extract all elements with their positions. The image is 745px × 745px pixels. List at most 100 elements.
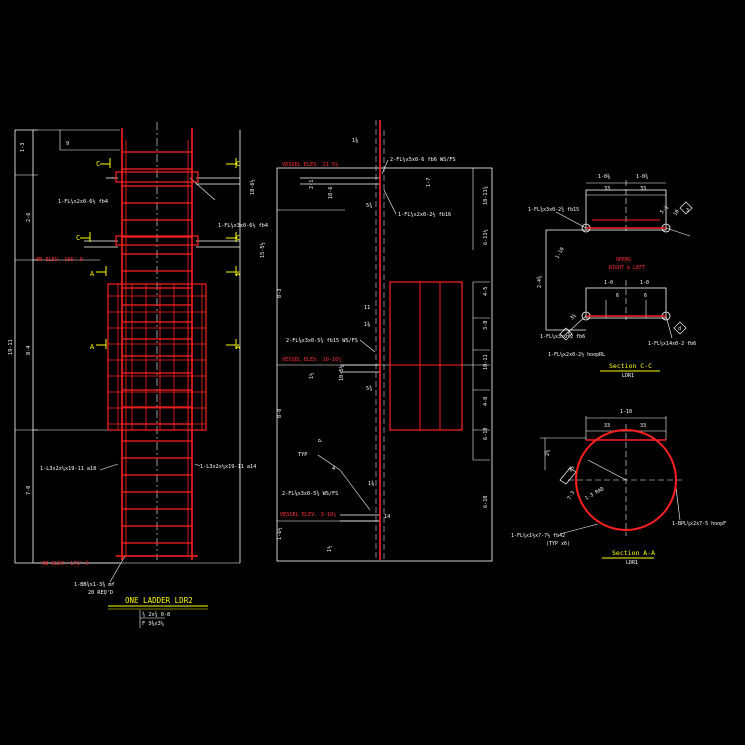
leader bbox=[109, 555, 126, 583]
dim-label: 10-5½ bbox=[338, 365, 345, 381]
dim-label: 1-6½ bbox=[276, 528, 283, 541]
dim-label: 9 bbox=[66, 141, 69, 147]
leader bbox=[339, 469, 371, 511]
dim-label: 1½ bbox=[326, 546, 333, 552]
callout-flat-bar: 1-FL¼x2x0-2½ fb16 bbox=[398, 211, 451, 218]
dim-label: 33 bbox=[640, 423, 646, 429]
dim-label: 33 bbox=[640, 186, 646, 192]
callout-flat-bar: 1-FL¼x3x0-2 fb6 bbox=[540, 334, 585, 340]
dim-label: 1⅜ bbox=[368, 480, 374, 487]
dim-label: 11 bbox=[364, 305, 370, 311]
dim-label: 5¾ bbox=[366, 386, 372, 392]
section-marker-c: C bbox=[76, 234, 80, 242]
ladder-elevation-view: 1-3 2-6 8-4 19-11 7-0 9 15-5½ 18-6½ C C … bbox=[8, 141, 268, 627]
elevation-label: ON ELEV. 171'-0 bbox=[42, 561, 89, 567]
dim-label: 3¾ bbox=[569, 313, 578, 322]
callout-angle-left: 1-L3x2x¼x19-11 a18 bbox=[40, 466, 96, 472]
dim-label: 4-5 bbox=[483, 287, 489, 296]
dim-label: P bbox=[318, 439, 324, 442]
dim-label: 4-0 bbox=[483, 397, 489, 406]
callout-flat-bar: 2-FL⅜x3x0-5¾ WS/FS bbox=[282, 490, 338, 497]
aa-radius bbox=[587, 459, 627, 481]
side-cage bbox=[389, 281, 463, 431]
section-marker-a: A bbox=[236, 343, 241, 351]
dim-label: 1-3 RAD bbox=[584, 486, 605, 502]
callout-flat-bar: 1-FL¼x2x0-2½ hoopRL bbox=[548, 351, 605, 358]
leader bbox=[381, 159, 389, 175]
dim-label: 5¾ bbox=[366, 203, 372, 209]
section-marker-c: C bbox=[96, 160, 100, 168]
scale-note: F 3⅜x3¼ bbox=[142, 620, 164, 627]
leader bbox=[317, 454, 341, 471]
dim-label: 19-11 bbox=[8, 339, 14, 355]
callout-flat-bar: 2-FL⅜x3x0-5¾ fb15 WS/FS bbox=[286, 337, 358, 344]
dim-label: 4 bbox=[332, 466, 335, 472]
dim-label: 8-3 bbox=[277, 289, 283, 298]
tag: d bbox=[678, 326, 681, 332]
leader bbox=[189, 177, 216, 201]
vessel-elevation-label: VESSEL ELEV. 10-10¼ bbox=[282, 357, 341, 363]
bracket bbox=[115, 235, 199, 246]
section-subtitle: LDR1 bbox=[626, 560, 638, 566]
dim-label: 1-0⅜ bbox=[598, 173, 610, 180]
callout-flat-bar-note: (TYP x6) bbox=[546, 541, 570, 547]
tag: 3 bbox=[567, 332, 570, 338]
note-opens: OPENS bbox=[616, 257, 631, 263]
safety-cage bbox=[107, 283, 207, 431]
aa-leader bbox=[675, 487, 681, 521]
dim-label: 6-10 bbox=[483, 428, 489, 441]
section-marker-a: A bbox=[90, 270, 95, 278]
cc-leader bbox=[665, 227, 691, 237]
elevation-label: ON ELEV. 196'-0 bbox=[36, 257, 83, 263]
section-title: Section A-A bbox=[612, 549, 655, 557]
dim-label: 1⅜ bbox=[364, 321, 370, 328]
cc-tag bbox=[679, 201, 693, 215]
dim-label: 33 bbox=[604, 423, 610, 429]
dim-label: 6-11½ bbox=[482, 229, 489, 245]
aa-hoop bbox=[575, 429, 677, 531]
cc-tag bbox=[673, 321, 687, 335]
structural-members bbox=[107, 120, 677, 560]
section-marker-a: A bbox=[90, 343, 95, 351]
dim-label: 3-8 bbox=[483, 321, 489, 330]
dim-label: 1-10 bbox=[620, 409, 632, 415]
dim-label: 1-10 bbox=[555, 247, 566, 260]
dim-label: 1-0 bbox=[640, 280, 649, 286]
dim-label: 1-0 bbox=[604, 280, 613, 286]
scale-note: ¾ 2x¾ 0-8 bbox=[142, 612, 170, 618]
callout-plate-note: 20 REQ'D bbox=[88, 590, 113, 596]
leader bbox=[359, 339, 376, 353]
dim-label: 6-10 bbox=[483, 496, 489, 509]
dim-label: 1-3 bbox=[20, 143, 26, 152]
dim-label: 8-0 bbox=[277, 409, 283, 418]
callout-flat-bar: 1-FL¾x3x0-2¾ fb15 bbox=[528, 207, 579, 213]
cc-leader bbox=[555, 211, 587, 229]
dim-label: 6 bbox=[644, 293, 647, 299]
vessel-elevation-label: VESSEL ELEV. 3-10¼ bbox=[280, 512, 336, 518]
dim-label: 18-11¾ bbox=[483, 186, 489, 205]
dim-label: 2¼ bbox=[568, 465, 576, 473]
callout-typ: TYP bbox=[298, 452, 307, 458]
dim-label: 6 bbox=[616, 293, 619, 299]
leader bbox=[99, 463, 119, 471]
dim-label: 1½ bbox=[308, 373, 315, 379]
dim-label: 33 bbox=[604, 186, 610, 192]
dim-label: 8-4 bbox=[26, 346, 32, 355]
section-a-a-view: 1-10 33 33 2¾ 2¼ 1-3 RAD 7-3 1-FL¼x1½x7-… bbox=[511, 409, 726, 566]
dim-label: 10-6 bbox=[328, 187, 334, 200]
vessel-elevation-label: VESSEL ELEV. 21-5½ bbox=[282, 161, 338, 168]
drawing-linework bbox=[14, 120, 693, 628]
section-marker-a: A bbox=[236, 270, 241, 278]
callout-flat-bar: 1-FL¼x2x0-6½ fb4 bbox=[58, 198, 108, 205]
dim-label: 1-7 bbox=[426, 178, 432, 187]
drawing-title: ONE LADDER LDR2 bbox=[125, 596, 193, 605]
callout-angle-right: 1-L3x2x¼x19-11 a14 bbox=[200, 464, 256, 470]
aa-leader bbox=[559, 523, 599, 535]
callout-plate: 1-BB¾x1-3¾ mf bbox=[74, 582, 115, 588]
callout-flat-bar: 1-FL¼x3x0-6½ fb4 bbox=[218, 222, 268, 229]
leader bbox=[194, 463, 201, 467]
ladder-side-view: VESSEL ELEV. 21-5½ VESSEL ELEV. 10-10¼ V… bbox=[276, 137, 489, 552]
section-c-c-view: 1-0⅜ 1-0¾ 33 33 2-4¾ 1-10 18 1-0 1-0 6 6… bbox=[528, 173, 696, 379]
dim-label: 1⅜ bbox=[352, 137, 358, 144]
